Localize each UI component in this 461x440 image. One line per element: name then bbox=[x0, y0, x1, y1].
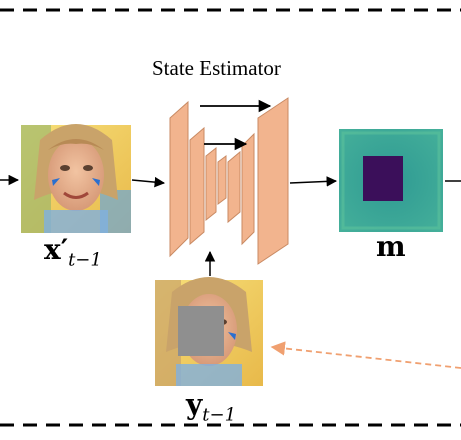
state-estimator-unet bbox=[169, 97, 289, 265]
observation-subscript: t−1 bbox=[202, 404, 237, 426]
arrow-to-unet bbox=[131, 176, 166, 188]
observation-image bbox=[155, 277, 263, 386]
occlusion-square bbox=[178, 306, 224, 356]
prev-estimate-symbol: x′ bbox=[44, 233, 69, 266]
state-estimator-title: State Estimator bbox=[152, 56, 281, 80]
observation-symbol: y bbox=[186, 388, 203, 421]
feedback-dashed-arrow bbox=[270, 341, 461, 369]
mask-label: m bbox=[376, 230, 406, 263]
prev-estimate-image bbox=[21, 124, 131, 233]
observation-label: yt−1 bbox=[186, 388, 236, 426]
mask-image bbox=[339, 129, 443, 232]
prev-estimate-label: x′t−1 bbox=[44, 233, 102, 271]
prev-estimate-subscript: t−1 bbox=[68, 249, 102, 271]
arrow-to-mask bbox=[289, 176, 338, 187]
